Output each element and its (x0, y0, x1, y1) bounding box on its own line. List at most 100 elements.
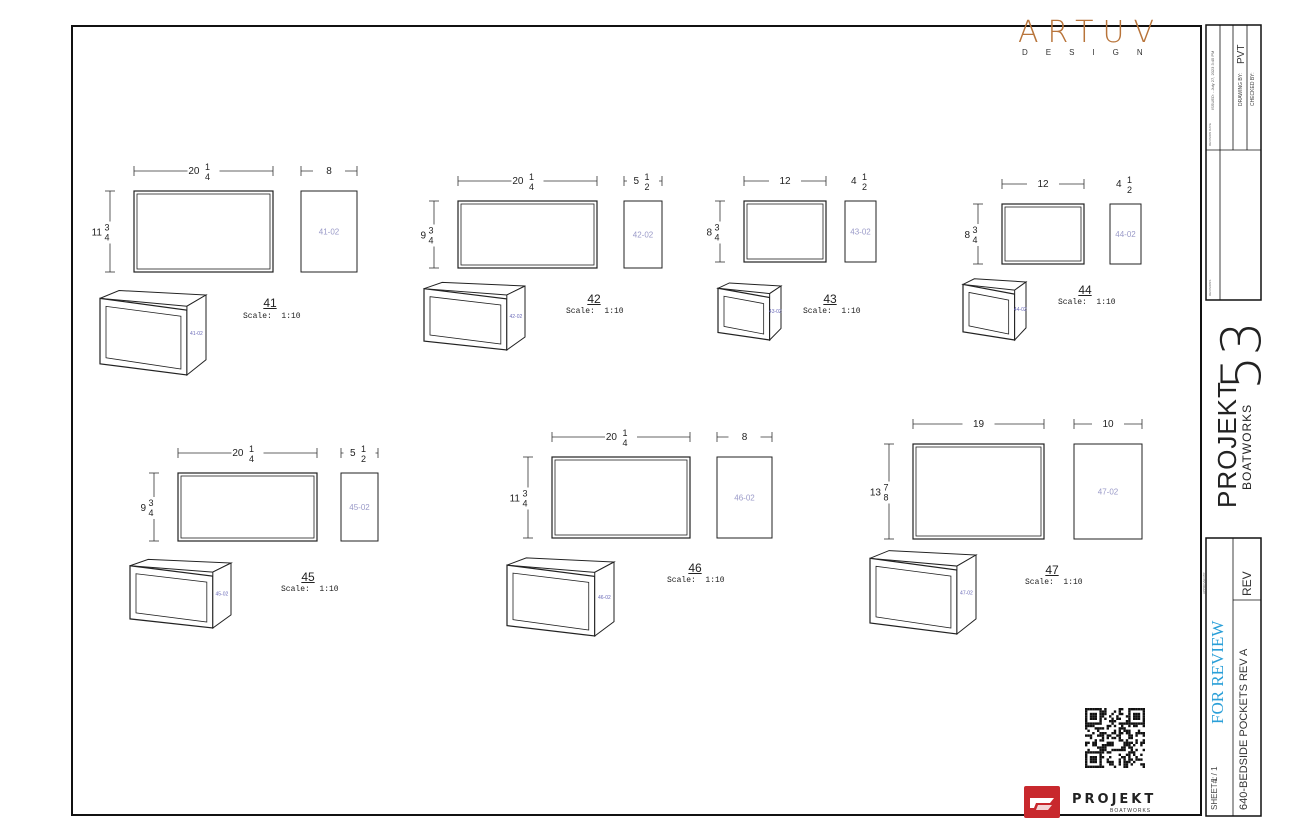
qr-module (1099, 722, 1102, 725)
qr-module (1130, 741, 1133, 744)
dimension-numerator: 1 (862, 172, 867, 182)
qr-module (1101, 712, 1105, 716)
qr-module (1123, 763, 1126, 766)
dimension-whole: 8 (706, 228, 712, 239)
qr-module (1142, 708, 1145, 711)
qr-module (1142, 724, 1145, 728)
qr-module (1140, 708, 1143, 711)
qr-module (1128, 744, 1131, 747)
dimension-denominator: 8 (883, 493, 888, 503)
qr-module (1087, 729, 1090, 732)
qr-module (1137, 758, 1141, 761)
qr-module (1116, 715, 1119, 718)
drawing-by-value: PVT (1236, 44, 1247, 64)
dimension-denominator: 4 (529, 182, 534, 192)
side-view (300, 190, 358, 273)
qr-module (1089, 724, 1093, 728)
qr-module (1142, 717, 1145, 720)
qr-module (1137, 715, 1141, 718)
qr-module (1116, 748, 1119, 752)
qr-module (1116, 734, 1119, 737)
qr-module (1113, 720, 1117, 723)
qr-module (1128, 760, 1131, 764)
qr-module (1125, 732, 1129, 735)
qr-module (1123, 727, 1126, 730)
dimension-whole: 11 (510, 494, 521, 505)
iso-part-label: 44-02 (1014, 307, 1027, 313)
qr-module (1109, 724, 1112, 728)
dimension-label-bg (627, 171, 659, 191)
qr-module (1106, 734, 1109, 737)
qr-module (1106, 736, 1109, 740)
qr-module (1085, 712, 1088, 716)
qr-module (1099, 720, 1102, 723)
side-view (623, 200, 663, 269)
qr-module (1130, 748, 1133, 752)
qr-module (1085, 741, 1088, 744)
qr-module (1128, 741, 1131, 744)
qr-module (1094, 739, 1097, 742)
dimension-numerator: 3 (522, 489, 527, 499)
dimension-label: 19 (973, 419, 985, 430)
qr-module (1099, 715, 1102, 718)
dimension-numerator: 1 (622, 428, 627, 438)
qr-module (1085, 765, 1088, 768)
qr-module (1135, 724, 1138, 728)
qr-module (1092, 715, 1095, 718)
iso-side (594, 561, 615, 637)
qr-module (1099, 708, 1102, 711)
dimension-label-bg (187, 161, 220, 181)
qr-module (1099, 710, 1102, 713)
qr-module (1089, 756, 1093, 759)
qr-module (1094, 741, 1097, 744)
dimension-numerator: 3 (972, 225, 977, 235)
dimension-whole: 20 (232, 448, 244, 459)
approved-by-label: APPROVED BY: (1202, 571, 1206, 594)
qr-module (1142, 748, 1145, 752)
qr-module (1118, 710, 1121, 713)
qr-module (1118, 722, 1121, 725)
qr-module (1104, 710, 1107, 713)
dimension-numerator: 7 (883, 483, 888, 493)
qr-module (1085, 734, 1088, 737)
dimension-label-bg (769, 171, 801, 191)
qr-module (1118, 712, 1121, 716)
qr-module (1092, 712, 1095, 716)
qr-module (1099, 739, 1102, 742)
iso-side (769, 285, 782, 342)
qr-module (1104, 717, 1107, 720)
qr-module (1125, 763, 1129, 766)
qr-module (1097, 722, 1100, 725)
issued-date: ISSUED: - July 27, 2023 3:45 PM (1210, 50, 1215, 110)
dimension-whole: 8 (964, 230, 970, 241)
dimension-whole: 8 (326, 166, 332, 177)
qr-module (1087, 751, 1090, 754)
qr-module (1135, 739, 1138, 742)
qr-module (1135, 734, 1138, 737)
qr-module (1125, 722, 1129, 725)
qr-module (1142, 720, 1145, 723)
dimension-label-bg (128, 497, 158, 519)
qr-module (1123, 748, 1126, 752)
qr-module (1133, 751, 1136, 754)
iso-part-label: 45-02 (216, 592, 229, 598)
qr-module (1137, 732, 1141, 735)
qr-module (1130, 763, 1133, 766)
dimension-denominator: 4 (522, 499, 527, 509)
dimension-denominator: 4 (972, 235, 977, 245)
qr-module (1128, 746, 1131, 749)
dimension-denominator: 4 (249, 454, 254, 464)
side-view (1109, 203, 1142, 265)
qr-module (1121, 732, 1124, 735)
dimension-label-bg (952, 224, 982, 246)
qr-module (1123, 760, 1126, 764)
dimension-whole: 20 (188, 166, 200, 177)
qr-module (1133, 753, 1136, 756)
dimension-label-bg (863, 481, 893, 504)
dimension-label-bg (962, 414, 995, 434)
